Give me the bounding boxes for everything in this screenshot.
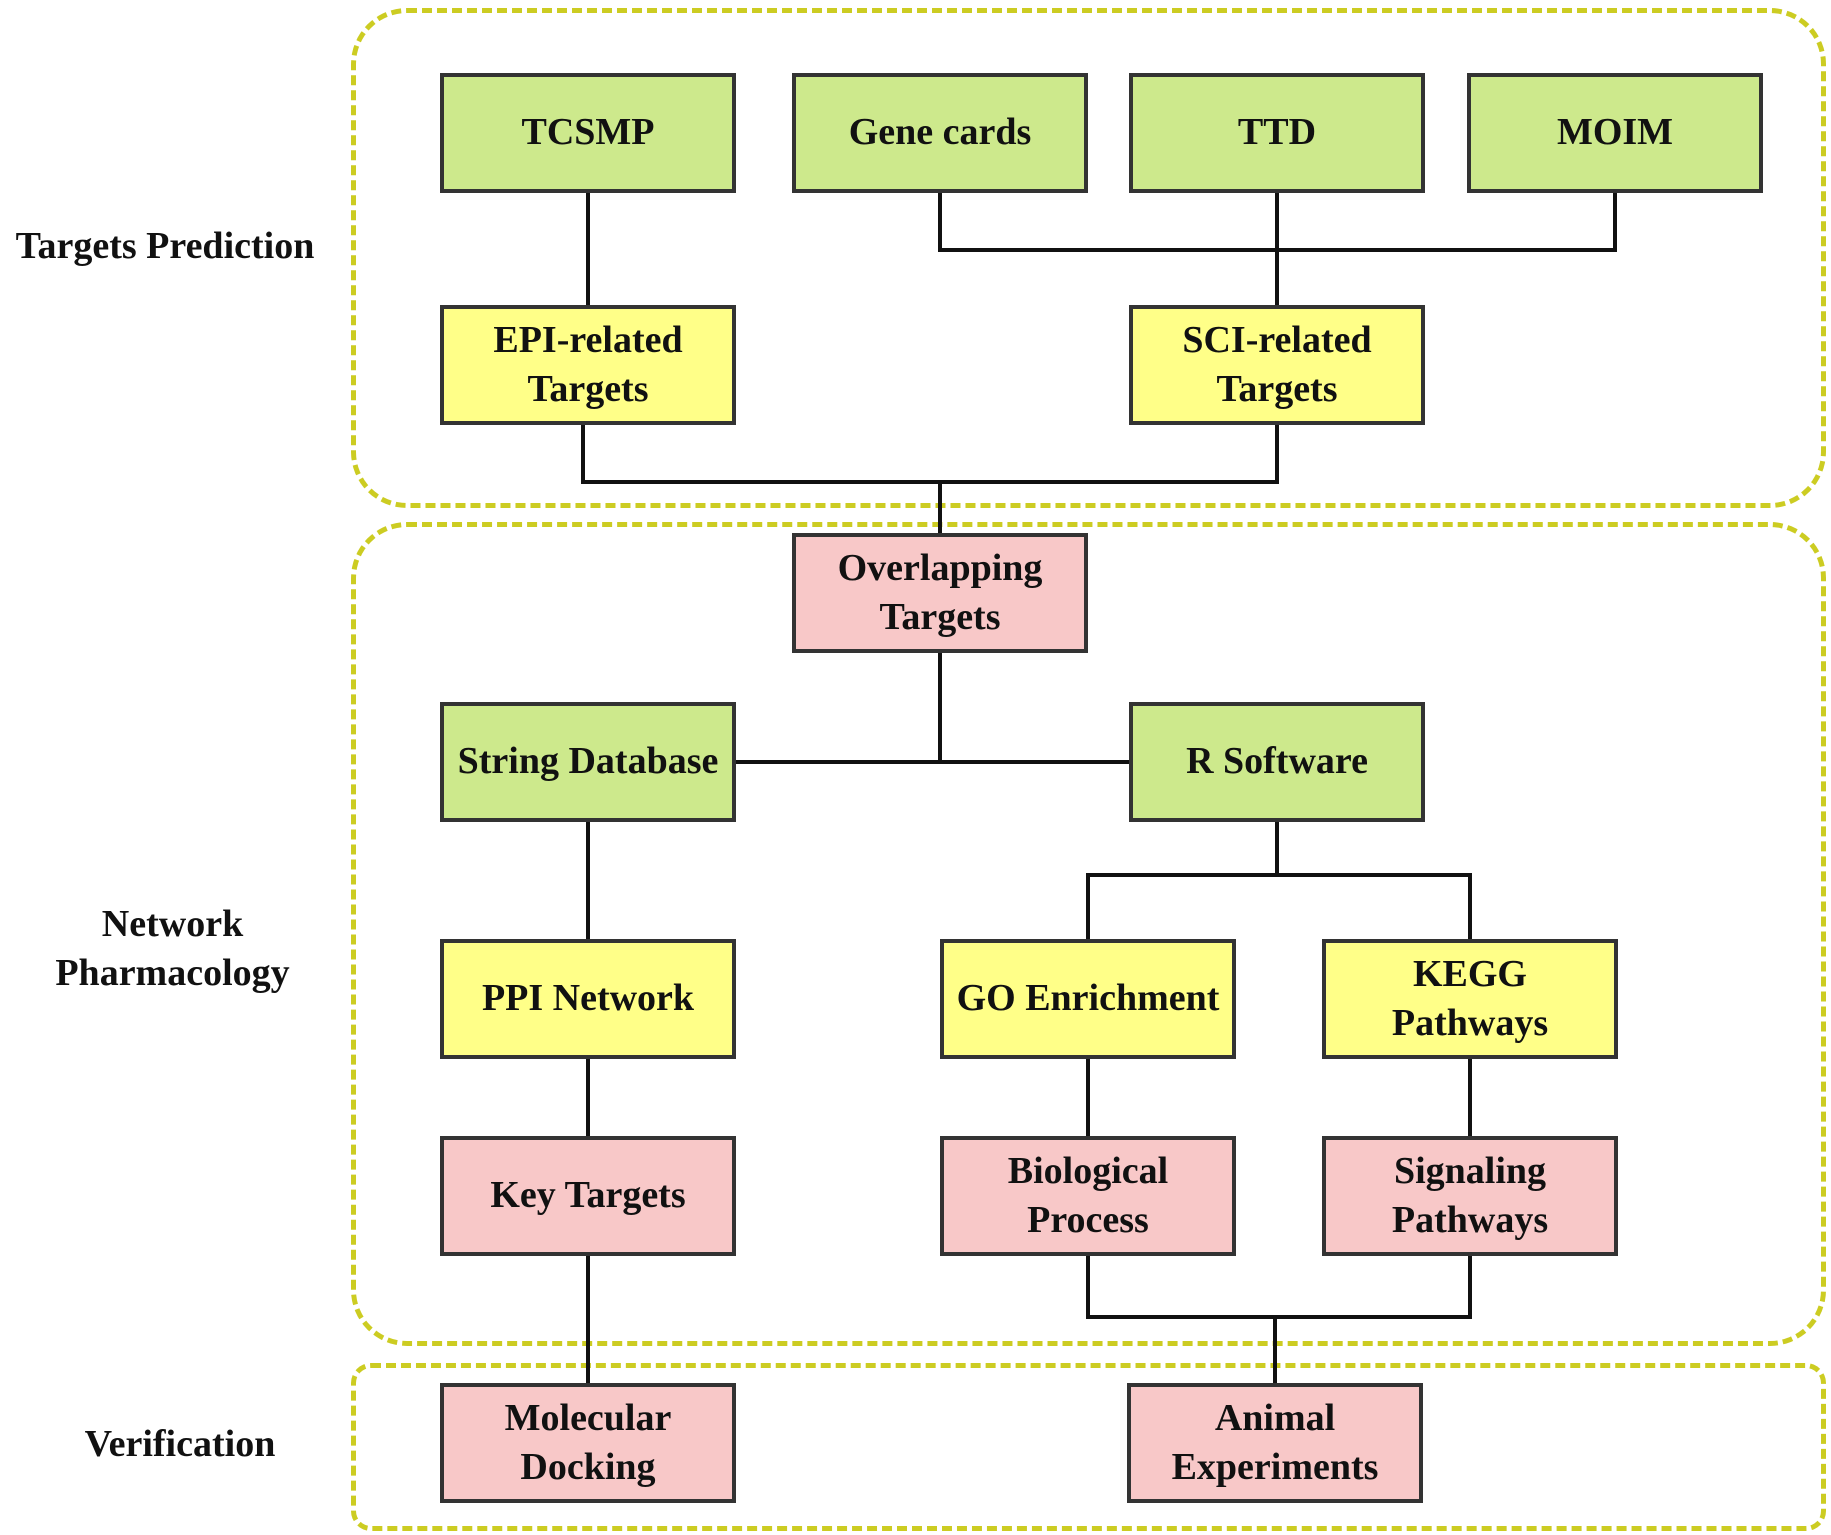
node-gene-cards: Gene cards bbox=[792, 73, 1088, 193]
verification-label: Verification bbox=[84, 1423, 276, 1465]
node-tcsmp: TCSMP bbox=[440, 73, 736, 193]
network-pharmacology-region bbox=[351, 522, 1826, 1346]
node-kegg-pathways: KEGG Pathways bbox=[1322, 939, 1618, 1059]
node-string-database: String Database bbox=[440, 702, 736, 822]
connector-bio-signal-merge bbox=[1086, 1256, 1472, 1319]
targets-prediction-region bbox=[351, 8, 1826, 508]
node-ppi-network: PPI Network bbox=[440, 939, 736, 1059]
node-go-enrichment: GO Enrichment bbox=[940, 939, 1236, 1059]
node-molecular-docking: Molecular Docking bbox=[440, 1383, 736, 1503]
node-epi-related-targets: EPI-related Targets bbox=[440, 305, 736, 425]
network-pharmacology-label: Network Pharmacology bbox=[55, 903, 290, 995]
targets-prediction-label: Targets Prediction bbox=[15, 225, 315, 267]
node-r-software: R Software bbox=[1129, 702, 1425, 822]
node-key-targets: Key Targets bbox=[440, 1136, 736, 1256]
node-signaling-pathways: Signaling Pathways bbox=[1322, 1136, 1618, 1256]
node-ttd: TTD bbox=[1129, 73, 1425, 193]
node-animal-experiments: Animal Experiments bbox=[1127, 1383, 1423, 1503]
connector-r-branch bbox=[1086, 822, 1472, 939]
connector-epi-sci-merge bbox=[581, 425, 1279, 484]
verification-region bbox=[351, 1363, 1826, 1531]
node-moim: MOIM bbox=[1467, 73, 1763, 193]
node-biological-process: Biological Process bbox=[940, 1136, 1236, 1256]
node-overlapping-targets: Overlapping Targets bbox=[792, 533, 1088, 653]
node-sci-related-targets: SCI-related Targets bbox=[1129, 305, 1425, 425]
